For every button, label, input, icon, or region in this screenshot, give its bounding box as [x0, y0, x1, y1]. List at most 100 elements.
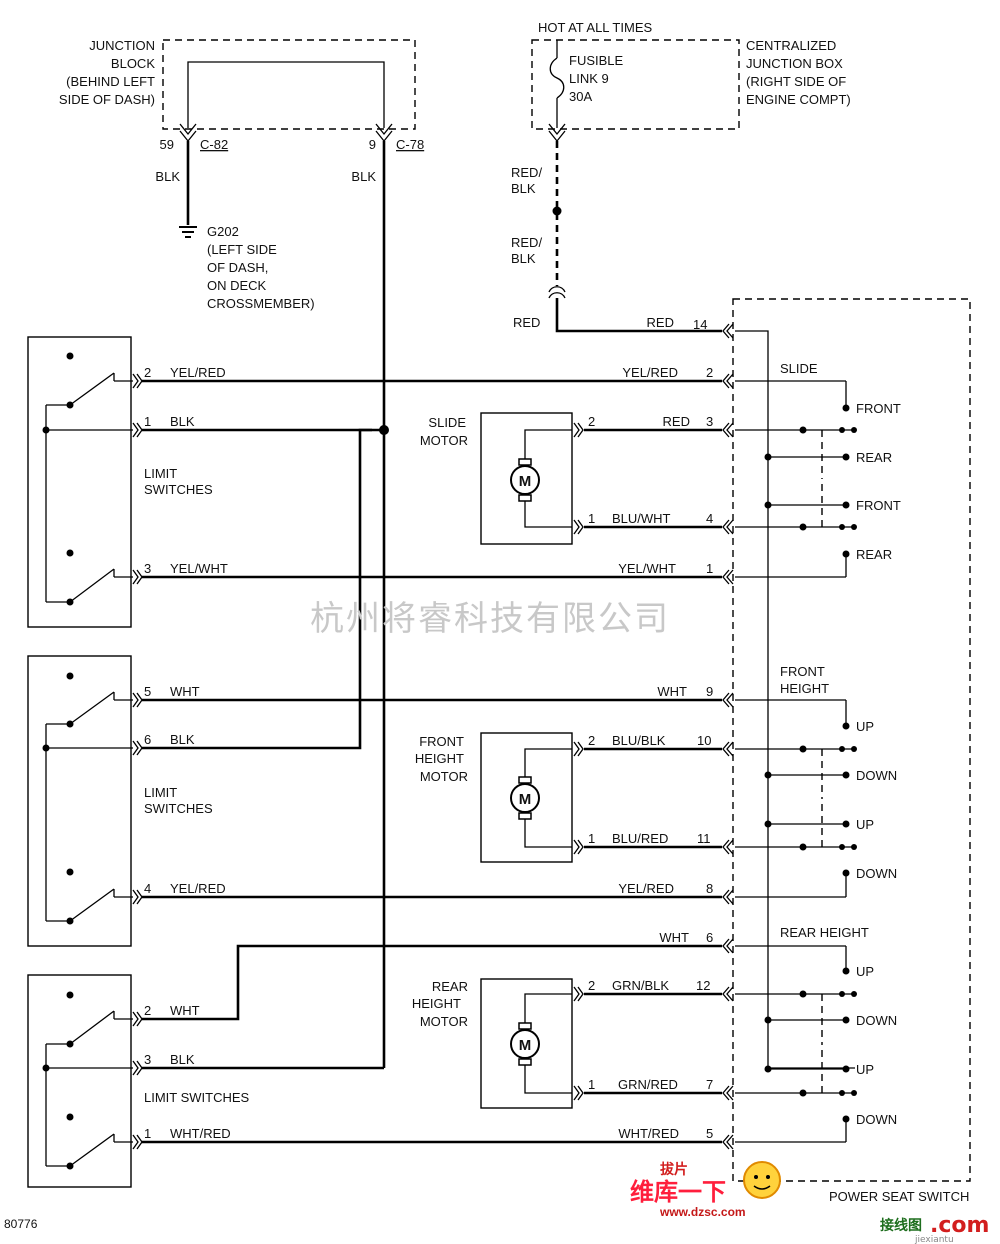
position-label: DOWN: [856, 1013, 897, 1028]
wire-connector: [136, 1134, 143, 1150]
redblk-label-1a: RED/: [511, 165, 542, 180]
wire-connector: [577, 839, 584, 855]
motor-slide-label-2: MOTOR: [420, 433, 468, 448]
switch-connector: [726, 569, 734, 585]
ground-wire: BLK G202 (LEFT SIDE OF DASH, ON DECK CRO…: [155, 141, 315, 311]
ground-label-3: OF DASH,: [207, 260, 268, 275]
contact-dot: [66, 868, 74, 876]
wire-connector: [573, 986, 580, 1002]
connector-c82: 59 C-82: [160, 123, 228, 152]
switch-connector: [726, 1085, 734, 1101]
fusible-link-label-3: 30A: [569, 89, 592, 104]
motor-rear-label-1: REAR: [432, 979, 468, 994]
junction-dot: [764, 1065, 772, 1073]
lw-color-2: YEL/WHT: [170, 561, 228, 576]
mascot-icon: [743, 1161, 781, 1199]
motor-symbol-2: M: [519, 791, 532, 808]
contact-dot: [66, 352, 74, 360]
switch-connector: [726, 373, 734, 389]
switch-positions: FRONTREARFRONTREARUPDOWNUPDOWNUPDOWNUPDO…: [735, 401, 901, 1127]
mw-pin-4: 2: [588, 978, 595, 993]
switch-connector: [726, 1134, 734, 1150]
sw-color-0: RED: [647, 315, 674, 330]
junction-dot: [799, 426, 807, 434]
blk-bus: BLK: [351, 141, 386, 1068]
wire-connector: [132, 1134, 139, 1150]
contact-dot: [851, 427, 857, 433]
power-seat-switch-title: POWER SEAT SWITCH: [829, 1189, 969, 1204]
logo-url: www.dzsc.com: [659, 1205, 746, 1219]
lw-color-5: YEL/RED: [170, 881, 226, 896]
position-label: DOWN: [856, 1112, 897, 1127]
switch-connector: [722, 422, 730, 438]
red-label-left: RED: [513, 315, 540, 330]
position-label: UP: [856, 1062, 874, 1077]
switch-connector: [726, 986, 734, 1002]
wire-connector: [132, 889, 139, 905]
lw-color-8: WHT/RED: [170, 1126, 231, 1141]
wire-connector: [136, 889, 143, 905]
position-label: UP: [856, 817, 874, 832]
motor-rear-height: REAR HEIGHT MOTOR M: [412, 978, 573, 1109]
switch-connector: [722, 323, 730, 339]
contact-dot: [66, 991, 74, 999]
sw-pin-3: 4: [706, 511, 713, 526]
switch-connector: [722, 519, 730, 535]
wire-connector: [132, 569, 139, 585]
sw-pin-8: 8: [706, 881, 713, 896]
ground-icon: [179, 226, 197, 238]
switch-arm: [69, 1133, 115, 1167]
lw-color-4: BLK: [170, 732, 195, 747]
motor-front-label-2: HEIGHT: [415, 751, 464, 766]
left-connectors: [132, 373, 143, 1150]
sw-pin-10: 12: [696, 978, 710, 993]
position-contact: [842, 722, 850, 730]
position-contact: [842, 869, 850, 877]
sw-pin-5: 9: [706, 684, 713, 699]
central-junction-box: HOT AT ALL TIMES CENTRALIZED JUNCTION BO…: [531, 20, 851, 143]
contact-dot: [66, 549, 74, 557]
switch-wire-labels: RED 14 YEL/RED 2 RED 3 4 YEL/WHT 1 WHT 9…: [618, 315, 713, 1141]
lw-pin-6: 2: [144, 1003, 151, 1018]
mw-pin-5: 1: [588, 1077, 595, 1092]
lw-color-7: BLK: [170, 1052, 195, 1067]
site-pinyin: jiexiantu: [914, 1235, 954, 1244]
switch-connector: [722, 569, 730, 585]
motor-icon: [510, 465, 540, 495]
mw-pin-1: 1: [588, 511, 595, 526]
sw-pin-4: 1: [706, 561, 713, 576]
motor-rear-label-2: HEIGHT: [412, 996, 461, 1011]
sw-pin-0: 14: [693, 317, 707, 332]
wire-connector: [577, 986, 584, 1002]
contact-dot: [851, 844, 857, 850]
junction-dot: [764, 820, 772, 828]
position-label: FRONT: [856, 401, 901, 416]
switch-connector: [722, 1134, 730, 1150]
wire-connector: [136, 422, 143, 438]
wire-connector: [573, 741, 580, 757]
junction-block-label-3: (BEHIND LEFT: [66, 74, 155, 89]
junction-dot: [764, 1016, 772, 1024]
sw-pin-2: 3: [706, 414, 713, 429]
power-feed: RED/ BLK RED/ BLK RED: [511, 141, 722, 333]
position-label: REAR: [856, 547, 892, 562]
motor-rear-label-3: MOTOR: [420, 1014, 468, 1029]
group-slide: SLIDE: [780, 361, 818, 376]
sw-pin-11: 7: [706, 1077, 713, 1092]
redblk-label-2a: RED/: [511, 235, 542, 250]
limit-switch-blocks: LIMIT SWITCHES LIMIT SWITCHES LIMIT SWIT…: [27, 336, 250, 1188]
position-label: REAR: [856, 450, 892, 465]
switch-connector: [722, 1085, 730, 1101]
lw-pin-2: 3: [144, 561, 151, 576]
central-box-label-3: (RIGHT SIDE OF: [746, 74, 846, 89]
switch-arm: [69, 691, 115, 725]
lw-pin-5: 4: [144, 881, 151, 896]
wire-connector: [136, 373, 143, 389]
motor-connectors: [573, 422, 584, 1101]
contact-dot: [851, 746, 857, 752]
central-box-label-2: JUNCTION BOX: [746, 56, 843, 71]
wire-connector: [132, 740, 139, 756]
mw-pin-3: 1: [588, 831, 595, 846]
left-wires: [142, 379, 722, 1144]
motor-wires: 2 1 2 1 2 1 BLU/WHT BLU/BLK BLU/RED GRN/…: [584, 414, 722, 1095]
